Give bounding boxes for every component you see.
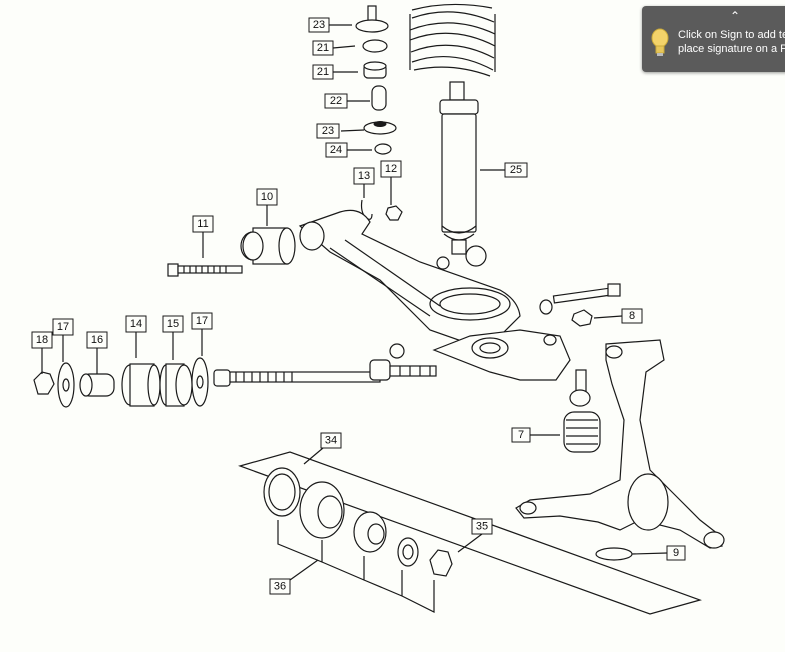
shock-absorber <box>436 81 487 270</box>
callout-label: 23 <box>313 19 325 31</box>
chevron-up-icon[interactable]: ⌃ <box>730 9 741 23</box>
callout-label: 15 <box>167 318 179 330</box>
callout-label: 16 <box>91 334 103 346</box>
callout-label: 21 <box>317 66 329 78</box>
callout-label: 24 <box>330 144 342 156</box>
bolt-11 <box>167 263 243 277</box>
callout-24: 24 <box>325 142 348 158</box>
strut-rod-bushings <box>33 357 209 408</box>
callout-label: 34 <box>325 435 337 447</box>
sign-tooltip[interactable]: ⌃ Click on Sign to add te place signatur… <box>642 6 785 72</box>
callout-21-b: 21 <box>312 64 334 80</box>
callout-label: 10 <box>261 191 273 203</box>
callout-label: 17 <box>57 321 69 333</box>
callout-label: 14 <box>130 318 142 330</box>
callout-12: 12 <box>380 160 402 178</box>
callout-14: 14 <box>125 315 147 333</box>
callout-21-a: 21 <box>312 40 334 56</box>
callout-25: 25 <box>504 162 528 178</box>
callout-17-left: 17 <box>52 318 74 336</box>
tooltip-line-1: Click on Sign to add te <box>678 29 785 41</box>
callout-7: 7 <box>511 427 531 443</box>
callout-label: 17 <box>196 315 208 327</box>
lightbulb-icon <box>651 28 669 56</box>
callout-18: 18 <box>31 331 53 349</box>
callout-label: 23 <box>322 125 334 137</box>
callout-9: 9 <box>666 545 686 561</box>
ball-joint <box>563 369 601 453</box>
callout-15: 15 <box>162 315 184 333</box>
callout-label: 12 <box>385 163 397 175</box>
callout-16: 16 <box>86 331 108 349</box>
callout-17-right: 17 <box>191 312 213 330</box>
callout-11: 11 <box>192 215 214 233</box>
callout-label: 35 <box>476 521 488 533</box>
callout-23-bottom: 23 <box>316 123 340 139</box>
callout-label: 21 <box>317 42 329 54</box>
top-mount-stack <box>355 5 397 155</box>
upper-arm-bushing <box>240 227 296 265</box>
callout-13: 13 <box>353 167 375 185</box>
callout-label: 7 <box>518 429 524 441</box>
steering-knuckle <box>515 339 725 561</box>
callout-label: 13 <box>358 170 370 182</box>
callout-label: 22 <box>330 95 342 107</box>
cotter-pin-and-nut <box>360 199 403 221</box>
bearing-kit <box>238 451 702 615</box>
callout-36: 36 <box>269 578 291 595</box>
callout-label: 18 <box>36 334 48 346</box>
bolt-8 <box>539 283 621 327</box>
callout-label: 25 <box>510 164 522 176</box>
callout-22: 22 <box>324 93 348 109</box>
leader-lines <box>41 24 668 581</box>
callout-label: 36 <box>274 581 286 593</box>
callout-label: 8 <box>629 310 635 322</box>
coil-spring <box>409 3 496 77</box>
callout-35: 35 <box>471 518 493 535</box>
callout-34: 34 <box>320 432 342 449</box>
callout-8: 8 <box>621 308 643 324</box>
lower-control-arm <box>389 329 571 381</box>
tooltip-message: Click on Sign to add te place signature … <box>678 28 785 56</box>
callout-label: 11 <box>197 218 208 230</box>
callout-23-top: 23 <box>308 17 330 33</box>
strut-rod <box>213 359 437 387</box>
callout-10: 10 <box>256 188 278 206</box>
callout-label: 9 <box>673 547 679 559</box>
upper-control-arm <box>298 209 521 345</box>
tooltip-line-2: place signature on a P <box>678 43 785 55</box>
